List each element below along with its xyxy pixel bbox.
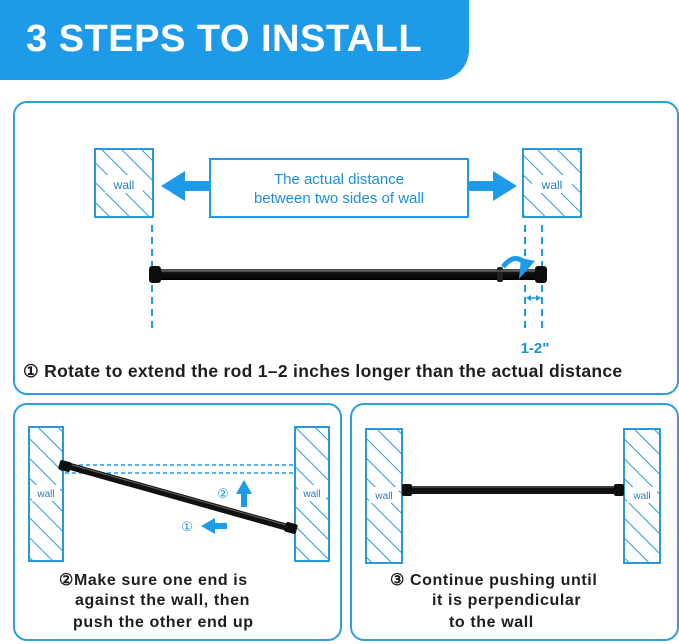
right-wall-label: wall	[541, 178, 563, 192]
left-wall	[94, 148, 154, 218]
tension-rod	[149, 266, 547, 283]
left-wall-label: wall	[113, 178, 135, 192]
level-rod	[402, 484, 624, 496]
step2-caption-line2: against the wall, then	[75, 592, 251, 609]
step2-caption-line1: ②Make sure one end is	[59, 572, 248, 589]
step3-caption-line1: ③ Continue pushing until	[390, 572, 598, 589]
rotate-arrow-icon	[501, 256, 535, 279]
right-wall	[294, 426, 330, 562]
tilted-rod	[58, 460, 298, 534]
step2-diagram: wall wall ② ①	[28, 426, 330, 562]
right-wall	[623, 428, 661, 564]
step3-panel: wall wall ③ Continue pushing until it is…	[350, 403, 679, 641]
gap-measure	[526, 295, 541, 301]
left-arrow	[161, 171, 211, 201]
right-wall-label: wall	[632, 491, 650, 502]
step1-caption: ① Rotate to extend the rod 1–2 inches lo…	[23, 361, 623, 381]
header-banner: 3 STEPS TO INSTALL	[0, 0, 469, 80]
left-wall	[365, 428, 403, 564]
right-wall-label: wall	[302, 489, 320, 500]
left-wall-label: wall	[374, 491, 392, 502]
right-wall	[522, 148, 582, 218]
right-arrow	[467, 171, 517, 201]
left-wall-label: wall	[36, 489, 54, 500]
gap-label: 1-2"	[521, 340, 550, 357]
distance-box	[209, 158, 469, 218]
step1-panel: wall wall The actual distance between tw…	[13, 101, 679, 395]
distance-line2: between two sides of wall	[254, 190, 424, 207]
step2-caption-line3: push the other end up	[73, 614, 254, 631]
step2-panel: wall wall ② ① ②Make sure one end is agai…	[13, 403, 342, 641]
left-wall	[28, 426, 64, 562]
distance-line1: The actual distance	[274, 171, 404, 188]
step1-diagram: wall wall The actual distance between tw…	[94, 148, 582, 357]
step3-diagram: wall wall	[365, 428, 661, 564]
step3-caption-line3: to the wall	[449, 614, 534, 631]
marker-left: ①	[181, 519, 193, 534]
marker-up: ②	[217, 486, 229, 501]
left-arrow-icon	[201, 518, 227, 534]
page-title: 3 STEPS TO INSTALL	[26, 18, 423, 60]
step3-caption-line2: it is perpendicular	[432, 592, 582, 609]
up-arrow-icon	[236, 480, 252, 507]
